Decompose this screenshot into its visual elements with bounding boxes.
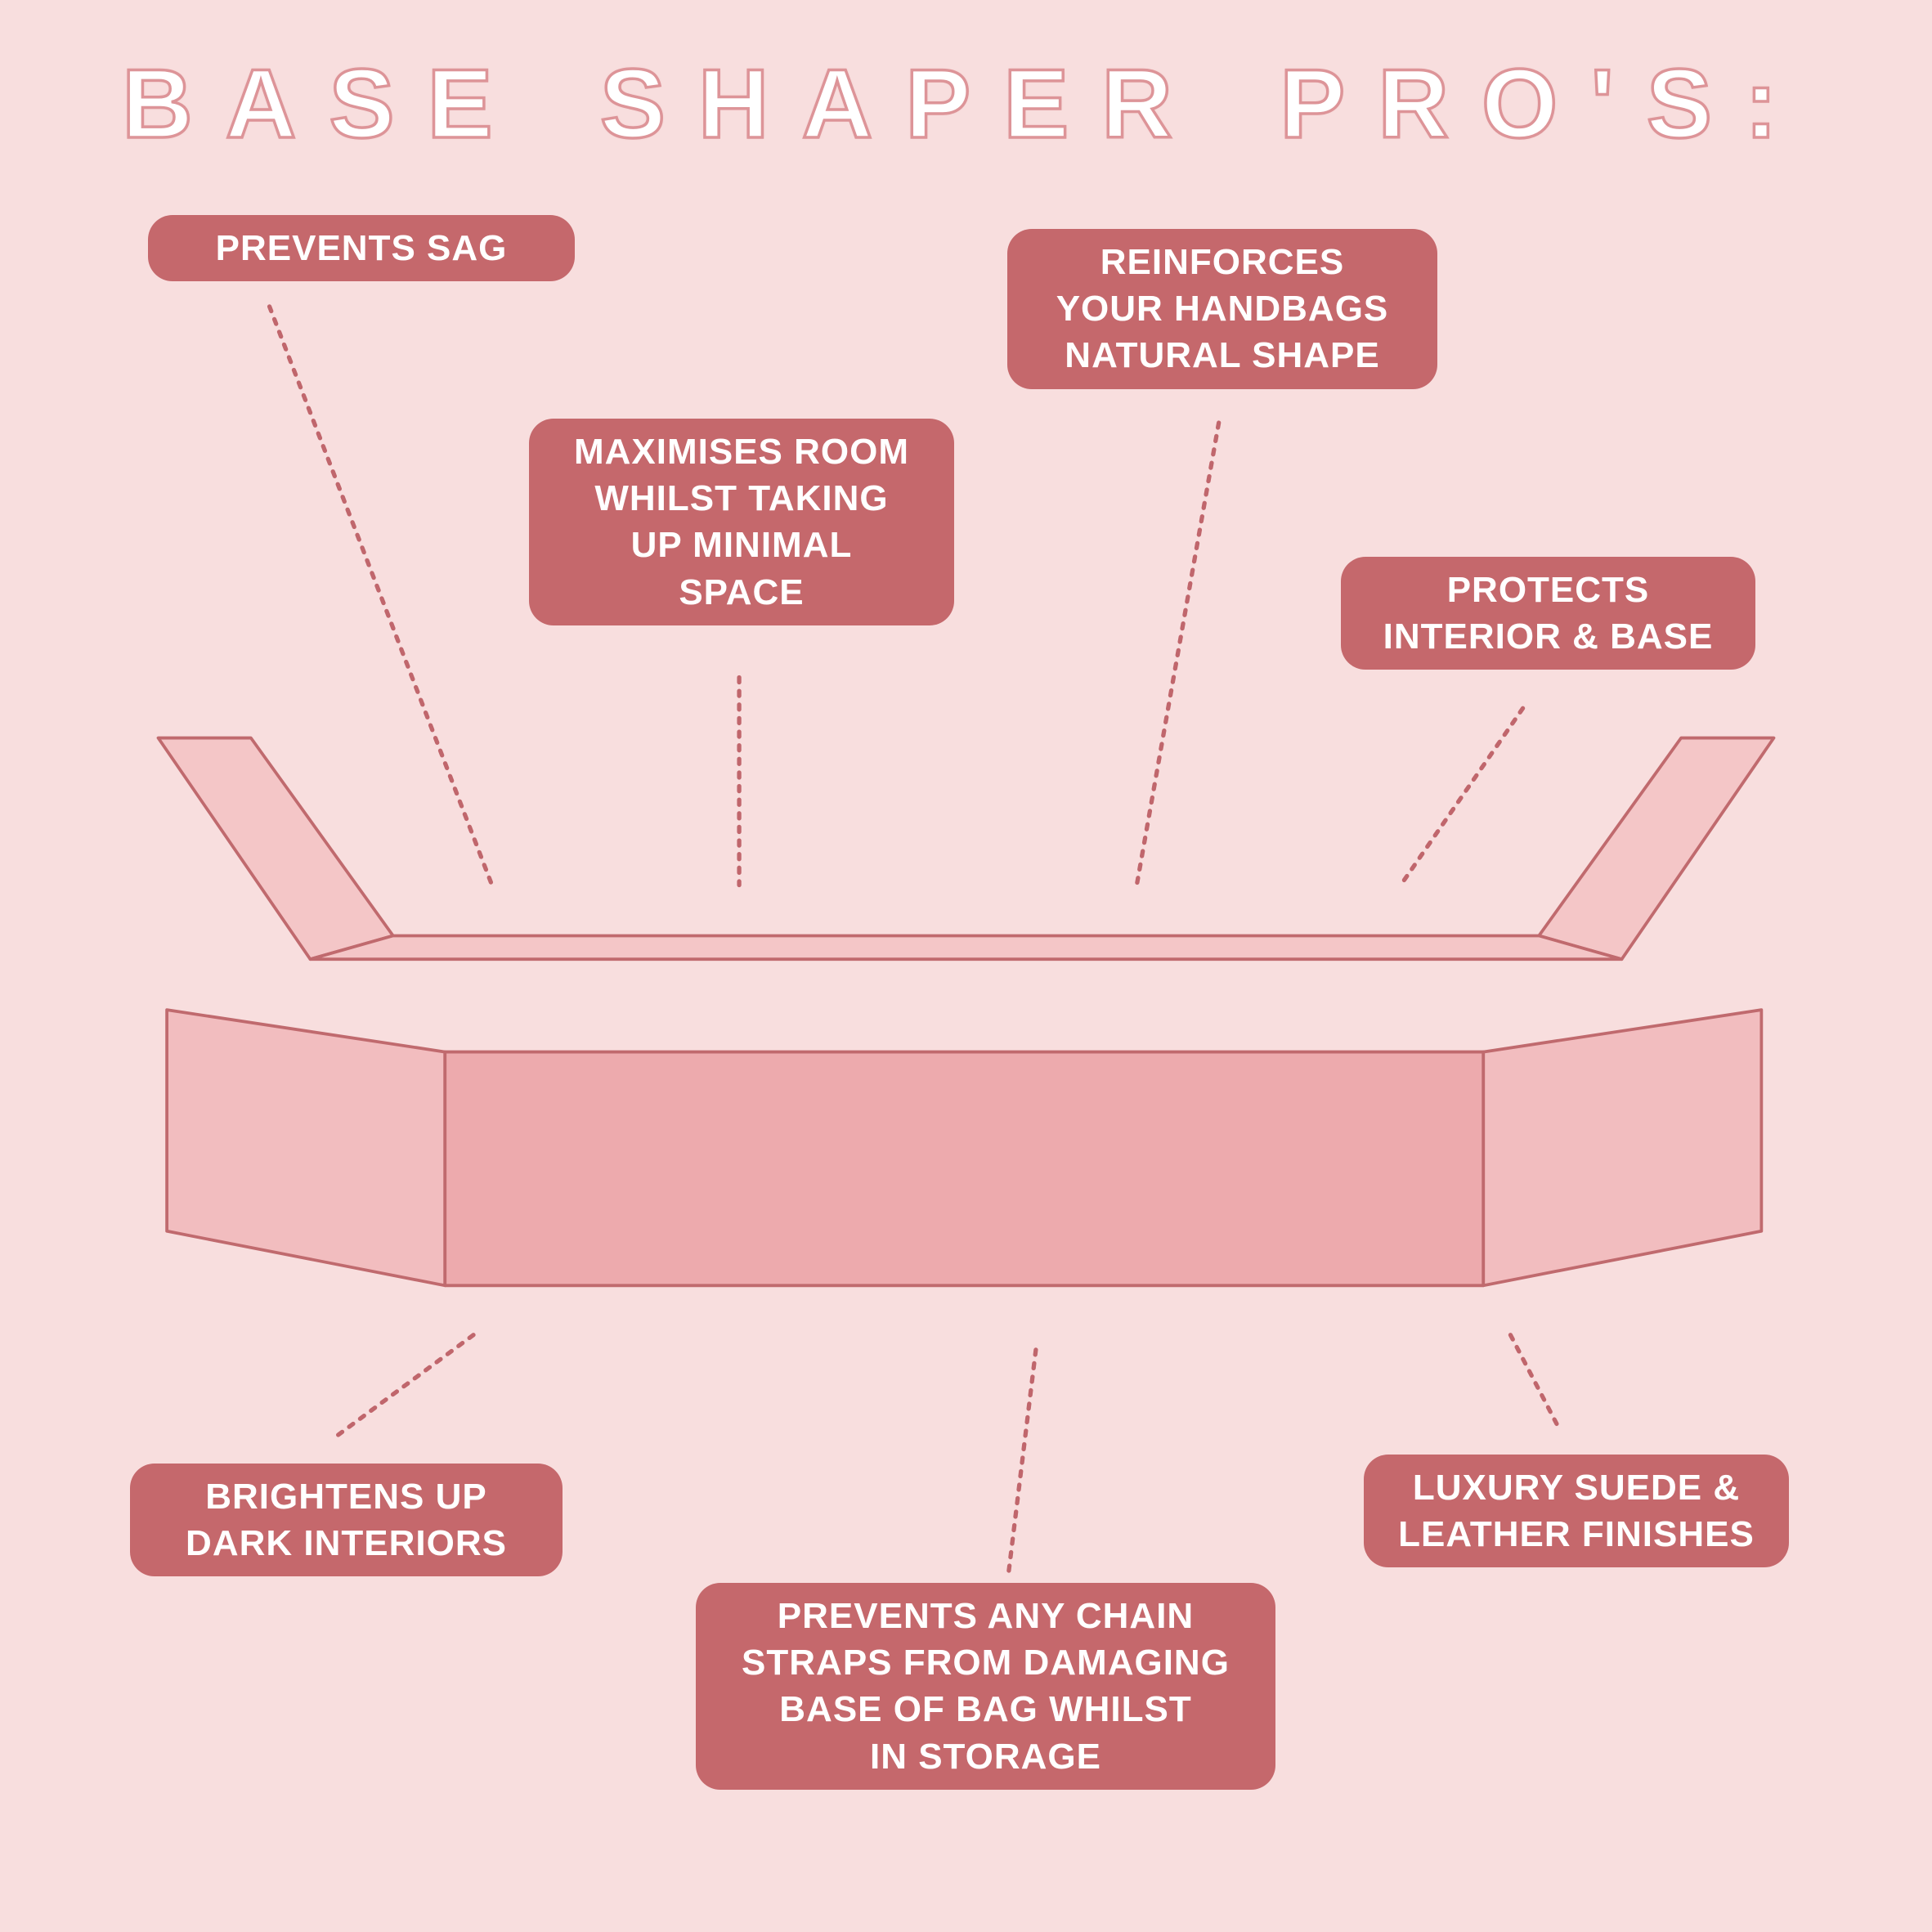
- top-view-right-wing: [1537, 736, 1776, 962]
- connector-reinforces: [1135, 420, 1222, 885]
- connector-brightens: [334, 1333, 476, 1439]
- callout-prevents-chain-damage: PREVENTS ANY CHAIN STRAPS FROM DAMAGING …: [696, 1583, 1275, 1790]
- base-shaper-top-view: [156, 736, 1776, 962]
- front-view-center-panel: [443, 1050, 1486, 1288]
- connector-luxury: [1508, 1333, 1562, 1432]
- front-view-left-flap: [165, 1008, 447, 1288]
- callout-reinforces-shape: REINFORCES YOUR HANDBAGS NATURAL SHAPE: [1007, 229, 1437, 389]
- callout-prevents-sag: PREVENTS SAG: [148, 215, 575, 282]
- callout-luxury-finishes: LUXURY SUEDE & LEATHER FINISHES: [1364, 1455, 1789, 1568]
- front-view-right-flap: [1481, 1008, 1764, 1288]
- connector-protects: [1401, 706, 1526, 883]
- top-view-left-wing: [156, 736, 395, 962]
- callout-maximises-room: MAXIMISES ROOM WHILST TAKING UP MINIMAL …: [529, 419, 954, 625]
- connector-prevents-chain: [1006, 1347, 1038, 1575]
- top-view-strip: [308, 934, 1624, 962]
- connector-prevents-sag: [267, 304, 495, 888]
- base-shaper-front-view: [165, 1008, 1764, 1288]
- connector-lines: [267, 304, 1562, 1575]
- page-title: BASE SHAPER PRO'S:: [120, 47, 1810, 160]
- callout-brightens-interiors: BRIGHTENS UP DARK INTERIORS: [130, 1464, 563, 1577]
- callout-protects-interior: PROTECTS INTERIOR & BASE: [1341, 557, 1755, 670]
